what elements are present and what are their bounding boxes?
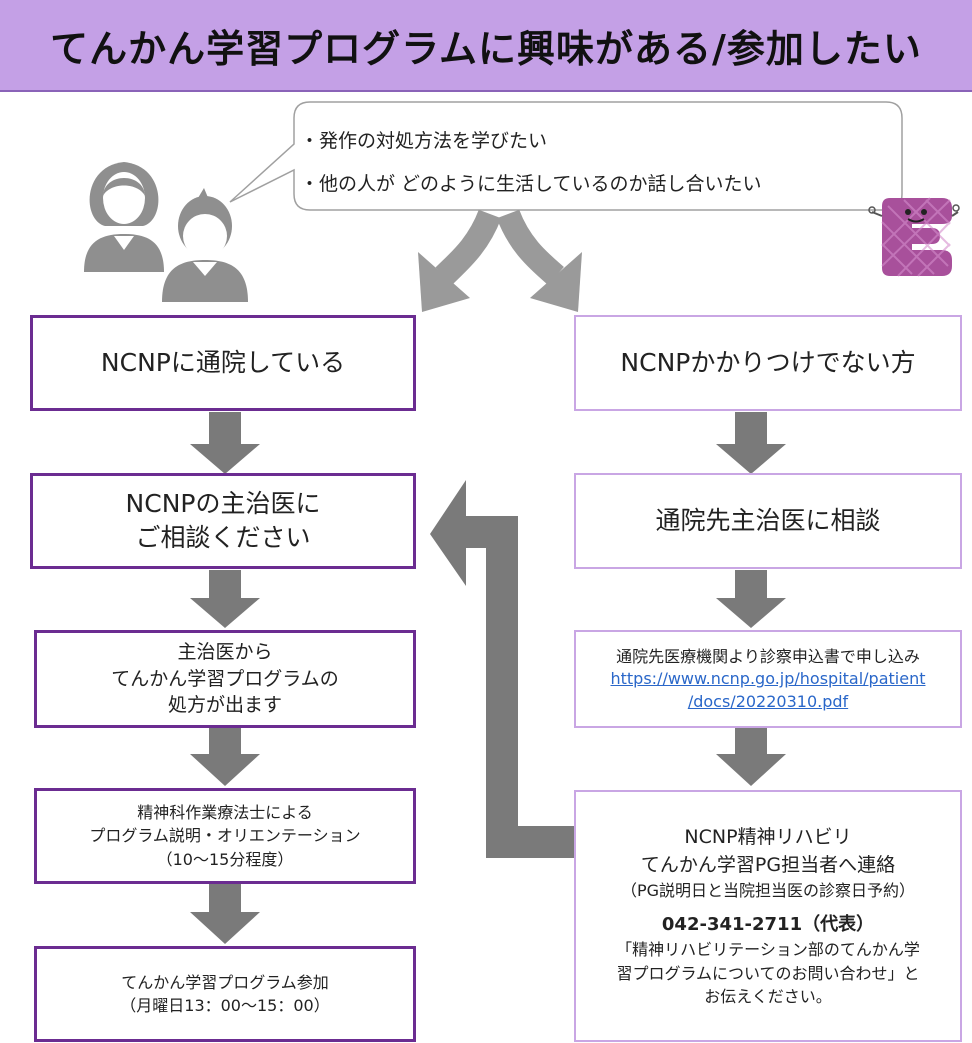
contact-message-2: 習プログラムについてのお問い合わせ」と [616,963,920,983]
contact-note: （PG説明日と当院担当医の診察日予約） [620,881,916,901]
left-step-5-line-1: てんかん学習プログラム参加 [121,972,329,992]
left-step-participation: てんかん学習プログラム参加 （月曜日13：00〜15：00） [34,946,416,1042]
contact-line-2: てんかん学習PG担当者へ連絡 [640,853,896,876]
left-step-3-line-3: 処方が出ます [167,694,282,717]
left-step-4-line-3: （10〜15分程度） [156,849,294,869]
right-step-non-patient: NCNPかかりつけでない方 [574,315,962,411]
right-step-consult-current-doctor: 通院先主治医に相談 [574,473,962,569]
speech-bubble [229,101,903,211]
application-form-link-cont[interactable]: /docs/20220310.pdf [687,691,849,711]
contact-message-1: 「精神リハビリテーション部のてんかん学 [616,940,920,960]
people-icon [84,162,248,302]
left-step-3-line-1: 主治医から [177,641,273,664]
left-step-1-text: NCNPに通院している [100,348,346,378]
mascot-icon [868,197,960,277]
left-step-5-line-2: （月曜日13：00〜15：00） [120,996,330,1015]
right-step-application: 通院先医療機関より診察申込書で申し込み https://www.ncnp.go.… [574,630,962,728]
contact-message-3: お伝えください。 [704,986,832,1006]
bubble-line-2: ・他の人が どのように生活しているのか話し合いたい [300,173,762,195]
right-step-3-text: 通院先医療機関より診察申込書で申し込み [616,647,920,667]
contact-line-1: NCNP精神リハビリ [684,826,852,849]
right-step-2-text: 通院先主治医に相談 [655,506,881,536]
page-title: てんかん学習プログラムに興味がある/参加したい [50,26,922,71]
left-step-consult-doctor: NCNPの主治医に ご相談ください [30,473,416,569]
right-step-1-text: NCNPかかりつけでない方 [620,348,916,378]
left-step-2-line-2: ご相談ください [135,523,311,552]
left-step-2-line-1: NCNPの主治医に [125,489,321,519]
left-step-orientation: 精神科作業療法士による プログラム説明・オリエンテーション （10〜15分程度） [34,788,416,884]
application-form-link[interactable]: https://www.ncnp.go.jp/hospital/patient [610,669,926,689]
left-step-4-line-1: 精神科作業療法士による [137,803,313,823]
left-step-4-line-2: プログラム説明・オリエンテーション [89,826,361,846]
bubble-line-1: ・発作の対処方法を学びたい [300,130,548,152]
left-step-prescription: 主治医から てんかん学習プログラムの 処方が出ます [34,630,416,728]
page-header: てんかん学習プログラムに興味がある/参加したい [0,0,972,92]
left-step-3-line-2: てんかん学習プログラムの [111,667,339,690]
right-step-contact: NCNP精神リハビリ てんかん学習PG担当者へ連絡 （PG説明日と当院担当医の診… [574,790,962,1042]
left-step-ncnp-patient: NCNPに通院している [30,315,416,411]
phone-number: 042-341-2711（代表） [661,914,875,936]
